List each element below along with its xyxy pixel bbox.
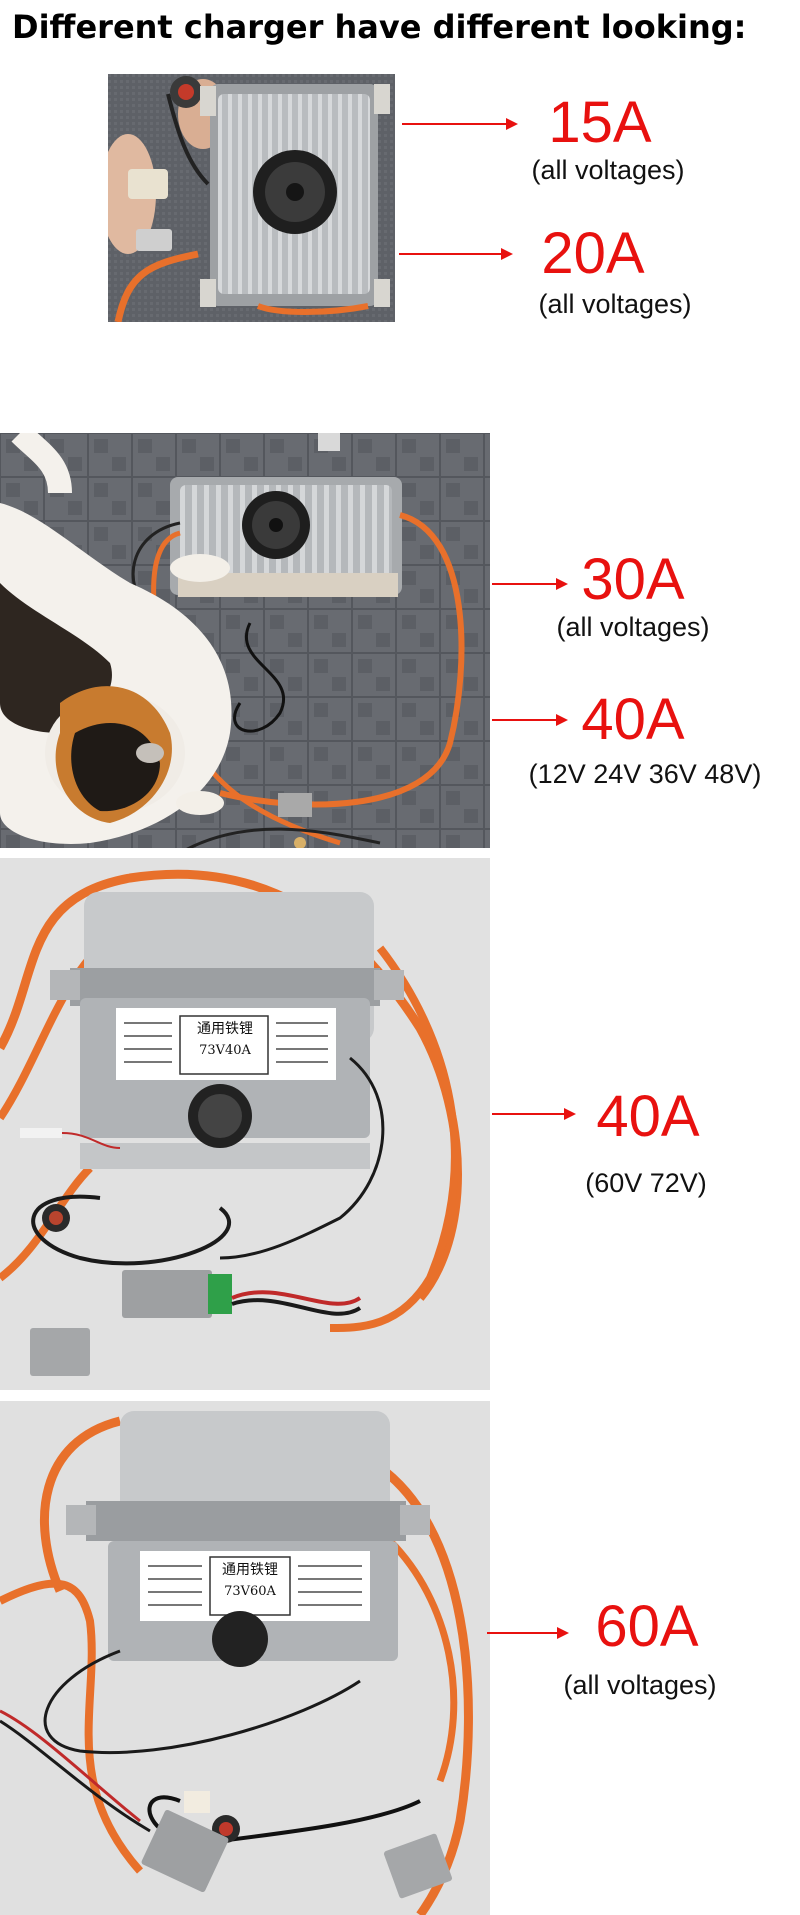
charger-3-photo: 通用铁锂 73V40A	[0, 858, 490, 1390]
rating-amps: 15A	[548, 90, 652, 155]
rating-amps: 60A	[595, 1594, 699, 1659]
rating-voltages: (all voltages)	[538, 289, 692, 319]
charger-4-photo: 通用铁锂 73V60A	[0, 1401, 490, 1915]
charger-4-nameplate-bottom: 73V60A	[224, 1584, 276, 1599]
arrow-30a	[492, 578, 568, 590]
rating-voltages: (12V 24V 36V 48V)	[528, 759, 762, 789]
arrow-40a-high	[492, 1108, 576, 1120]
rating-amps: 40A	[581, 687, 685, 752]
rating-amps: 20A	[541, 221, 645, 286]
charger-4-nameplate-top: 通用铁锂	[222, 1562, 278, 1578]
charger-2-photo	[0, 433, 490, 848]
rating-voltages: (60V 72V)	[585, 1168, 707, 1198]
rating-voltages: (all voltages)	[531, 155, 685, 185]
arrow-60a	[487, 1627, 569, 1639]
charger-1-photo	[108, 74, 395, 322]
rating-amps: 40A	[596, 1084, 700, 1149]
rating-voltages: (all voltages)	[556, 612, 710, 642]
arrow-20a	[399, 248, 513, 260]
arrow-15a	[402, 118, 518, 130]
rating-voltages: (all voltages)	[563, 1670, 717, 1700]
rating-amps: 30A	[581, 547, 685, 612]
charger-3-nameplate-top: 通用铁锂	[197, 1021, 253, 1037]
charger-3-nameplate-bottom: 73V40A	[199, 1043, 251, 1058]
page-title: Different charger have different looking…	[12, 8, 747, 46]
arrow-40a-low	[492, 714, 568, 726]
